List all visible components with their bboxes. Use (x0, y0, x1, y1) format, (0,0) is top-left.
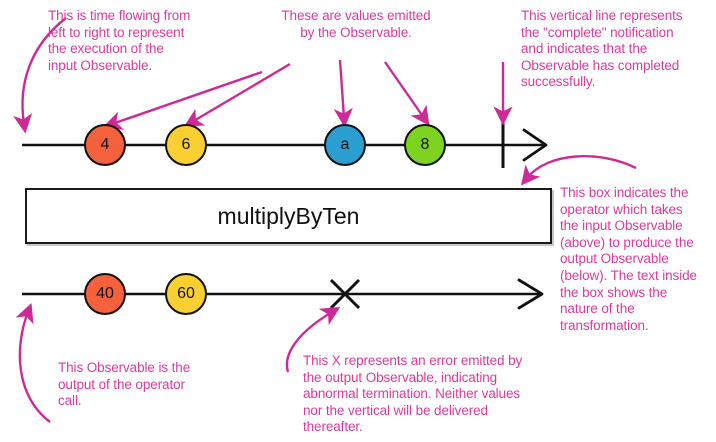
pointer-output-observable (15, 303, 51, 423)
pointer-value-4 (102, 70, 263, 130)
marble-label: a (340, 136, 350, 153)
marble-output-1[interactable]: 60 (165, 273, 207, 315)
marble-label: 60 (177, 285, 195, 302)
pointer-value-a (333, 59, 353, 128)
annotation-operator-box: This box indicates the operator which ta… (560, 185, 697, 333)
annotation-output-observable: This Observable is the output of the ope… (58, 360, 191, 409)
marble-input-2[interactable]: a (324, 124, 366, 166)
error-x-marker (329, 278, 361, 310)
marble-label: 40 (96, 285, 114, 302)
pointer-value-8 (384, 61, 430, 126)
marble-label: 6 (181, 136, 191, 153)
marble-input-0[interactable]: 4 (84, 124, 126, 166)
annotation-error-marker: This X represents an error emitted by th… (303, 353, 523, 435)
marble-input-1[interactable]: 6 (165, 124, 207, 166)
operator-box[interactable]: multiplyByTen (25, 188, 552, 244)
annotation-complete-notification: This vertical line represents the "compl… (521, 8, 683, 90)
marble-label: 8 (420, 136, 430, 153)
marble-label: 4 (100, 136, 110, 153)
operator-label: multiplyByTen (217, 202, 360, 229)
marble-output-0[interactable]: 40 (84, 273, 126, 315)
annotation-time-flow: This is time flowing from left to right … (48, 8, 191, 73)
marble-input-3[interactable]: 8 (404, 124, 446, 166)
pointer-operator-box (520, 155, 637, 186)
annotation-values-emitted: These are values emitted by the Observab… (281, 8, 431, 40)
